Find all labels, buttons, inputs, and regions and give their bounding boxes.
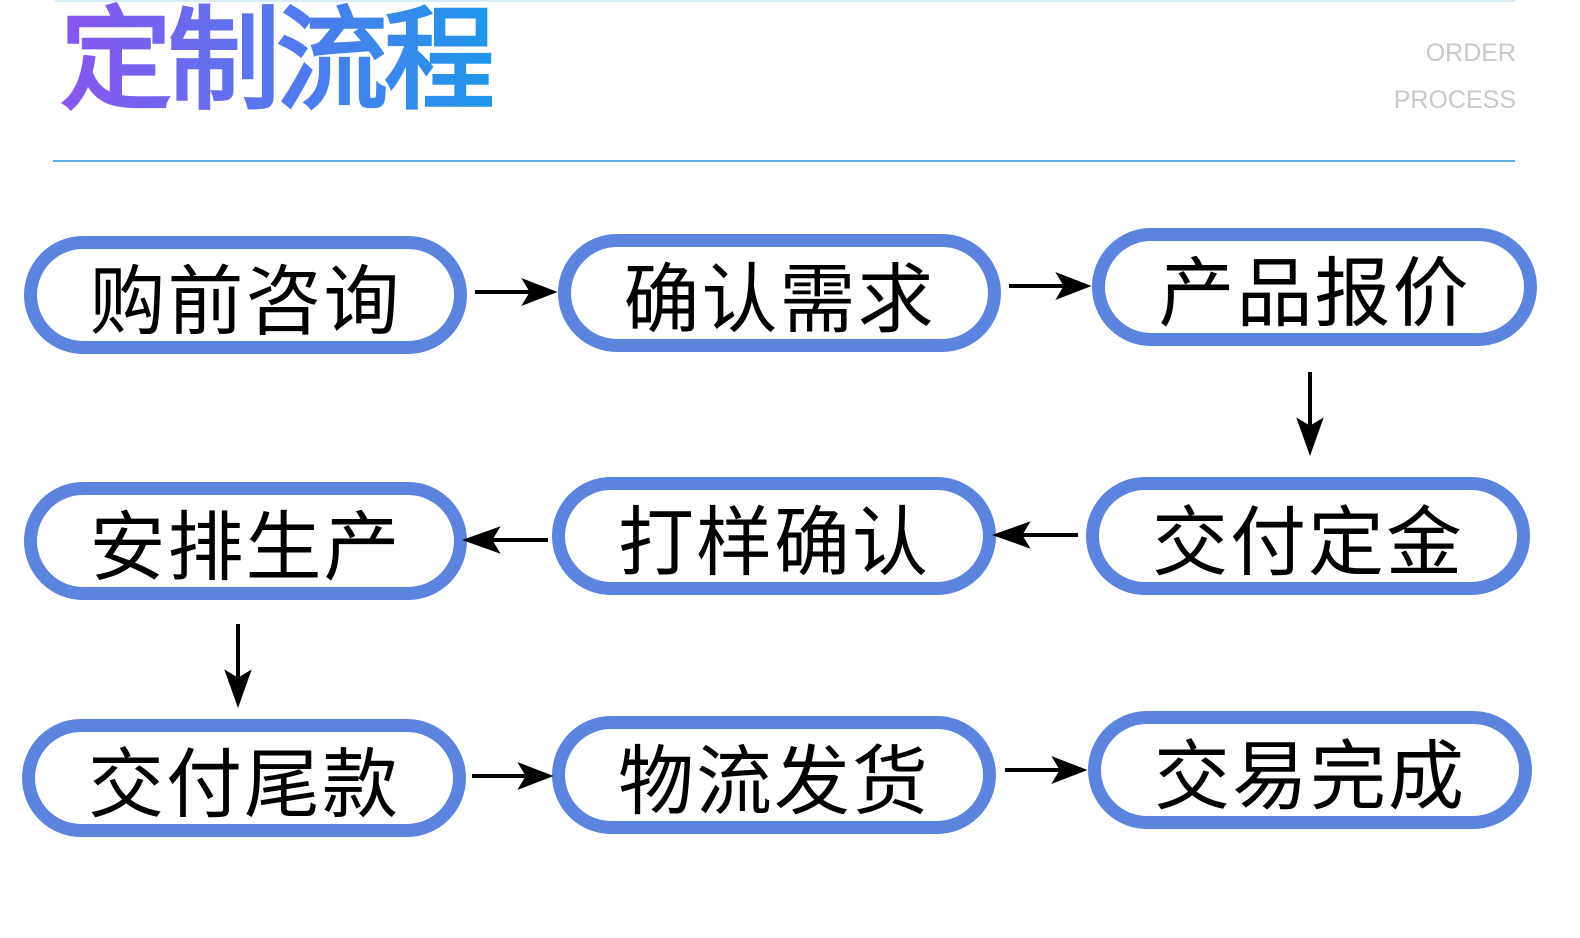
subtitle-line-order: ORDER <box>1425 39 1516 67</box>
step-pay-balance: 交付尾款 <box>22 719 466 837</box>
arrow-balance-to-shipping <box>472 762 554 790</box>
step-transaction-complete: 交易完成 <box>1088 711 1532 829</box>
arrow-quote-to-deposit <box>1296 372 1324 456</box>
step-product-quotation: 产品报价 <box>1092 228 1537 346</box>
step-confirm-requirements: 确认需求 <box>558 234 1001 352</box>
page-subtitle: ORDER PROCESS <box>1394 30 1516 124</box>
step-sample-confirmation: 打样确认 <box>552 477 996 595</box>
step-logistics-shipping: 物流发货 <box>552 716 996 834</box>
arrow-production-to-balance <box>224 624 252 708</box>
header-divider <box>53 160 1515 162</box>
arrow-shipping-to-complete <box>1005 756 1088 784</box>
arrow-confirm-to-quote <box>1009 272 1092 300</box>
arrow-deposit-to-sample <box>992 521 1078 549</box>
subtitle-line-process: PROCESS <box>1393 86 1516 114</box>
step-pre-purchase-consultation: 购前咨询 <box>24 236 467 354</box>
page-title: 定制流程 <box>60 0 496 126</box>
arrow-sample-to-production <box>462 526 548 554</box>
step-pay-deposit: 交付定金 <box>1086 477 1530 595</box>
arrow-consult-to-confirm <box>475 278 558 306</box>
top-rule <box>55 0 1515 2</box>
step-arrange-production: 安排生产 <box>24 482 467 600</box>
